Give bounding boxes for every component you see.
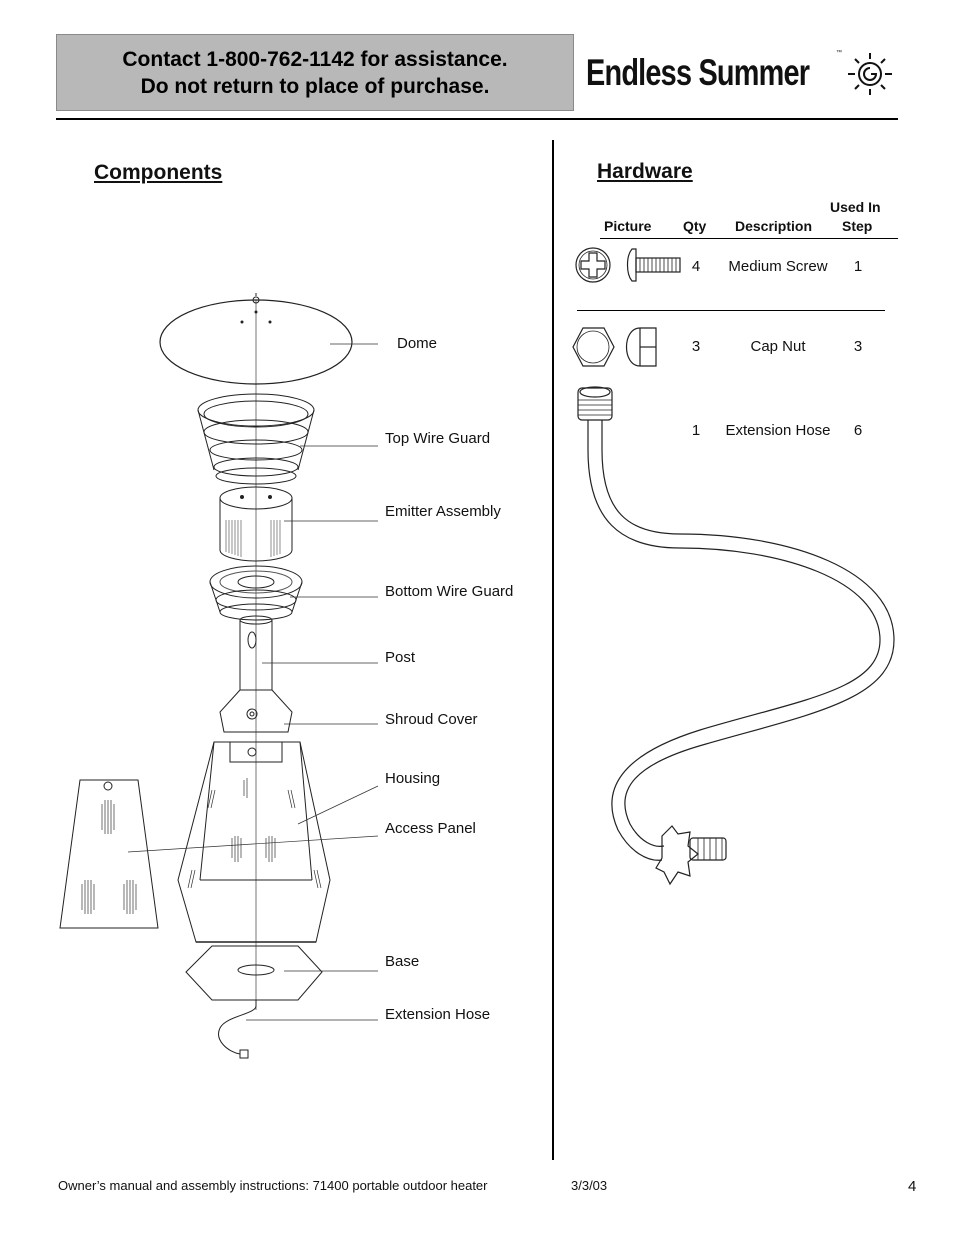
row-3-qty: 1 [691, 422, 701, 439]
footer-date: 3/3/03 [571, 1178, 608, 1193]
bottom-wire-guard-part [209, 565, 303, 621]
label-top-wire-guard: Top Wire Guard [385, 430, 491, 447]
label-emitter-assembly: Emitter Assembly [385, 503, 501, 520]
leader-access-panel [127, 835, 379, 853]
row-3-step: 6 [853, 422, 863, 439]
col-header-description: Description [735, 218, 813, 234]
screw-icon [575, 247, 681, 283]
brand-logo-text: Endless Summer [586, 52, 810, 93]
table-header-rule [600, 238, 898, 239]
footer-document-title: Owner’s manual and assembly instructions… [58, 1178, 488, 1193]
contact-banner: Contact 1-800-762-1142 for assistance. D… [56, 34, 574, 111]
column-divider [552, 140, 554, 1160]
housing-part [177, 741, 331, 943]
label-base: Base [385, 953, 420, 970]
row-1-description: Medium Screw [728, 258, 828, 275]
access-panel-part [59, 779, 159, 929]
hardware-title: Hardware [597, 160, 693, 183]
row-1-qty: 4 [691, 258, 701, 275]
row-2-description: Cap Nut [750, 338, 806, 355]
row-2-qty: 3 [691, 338, 701, 355]
table-row-rule [577, 310, 885, 311]
label-shroud-cover: Shroud Cover [385, 711, 478, 728]
shroud-cover-part [219, 689, 293, 733]
row-3-description: Extension Hose [725, 422, 831, 439]
col-header-used-in: Used In [830, 199, 881, 215]
col-header-qty: Qty [683, 218, 707, 234]
trademark-mark: ™ [836, 50, 842, 56]
row-2-step: 3 [853, 338, 863, 355]
base-part [185, 945, 323, 1001]
label-access-panel: Access Panel [385, 820, 476, 837]
emitter-assembly-part [219, 486, 293, 562]
contact-line-2: Do not return to place of purchase. [140, 74, 490, 98]
label-bottom-wire-guard: Bottom Wire Guard [385, 583, 514, 600]
post-part [239, 615, 273, 690]
extension-hose-icon [577, 386, 895, 886]
row-1-step: 1 [853, 258, 863, 275]
header-divider [56, 118, 898, 120]
col-header-picture: Picture [604, 218, 652, 234]
top-wire-guard-part [197, 393, 315, 485]
components-title: Components [94, 161, 223, 184]
label-post: Post [385, 649, 416, 666]
label-dome: Dome [397, 335, 438, 352]
sun-logo-icon [848, 53, 892, 95]
label-extension-hose: Extension Hose [385, 1006, 491, 1023]
col-header-step: Step [842, 218, 873, 234]
label-housing: Housing [385, 770, 441, 787]
dome-part [159, 293, 353, 385]
extension-hose-small-part [218, 1000, 257, 1059]
contact-line-1: Contact 1-800-762-1142 for assistance. [122, 47, 508, 71]
cap-nut-icon [572, 327, 657, 367]
leader-housing [297, 785, 379, 825]
page-number: 4 [908, 1178, 917, 1195]
